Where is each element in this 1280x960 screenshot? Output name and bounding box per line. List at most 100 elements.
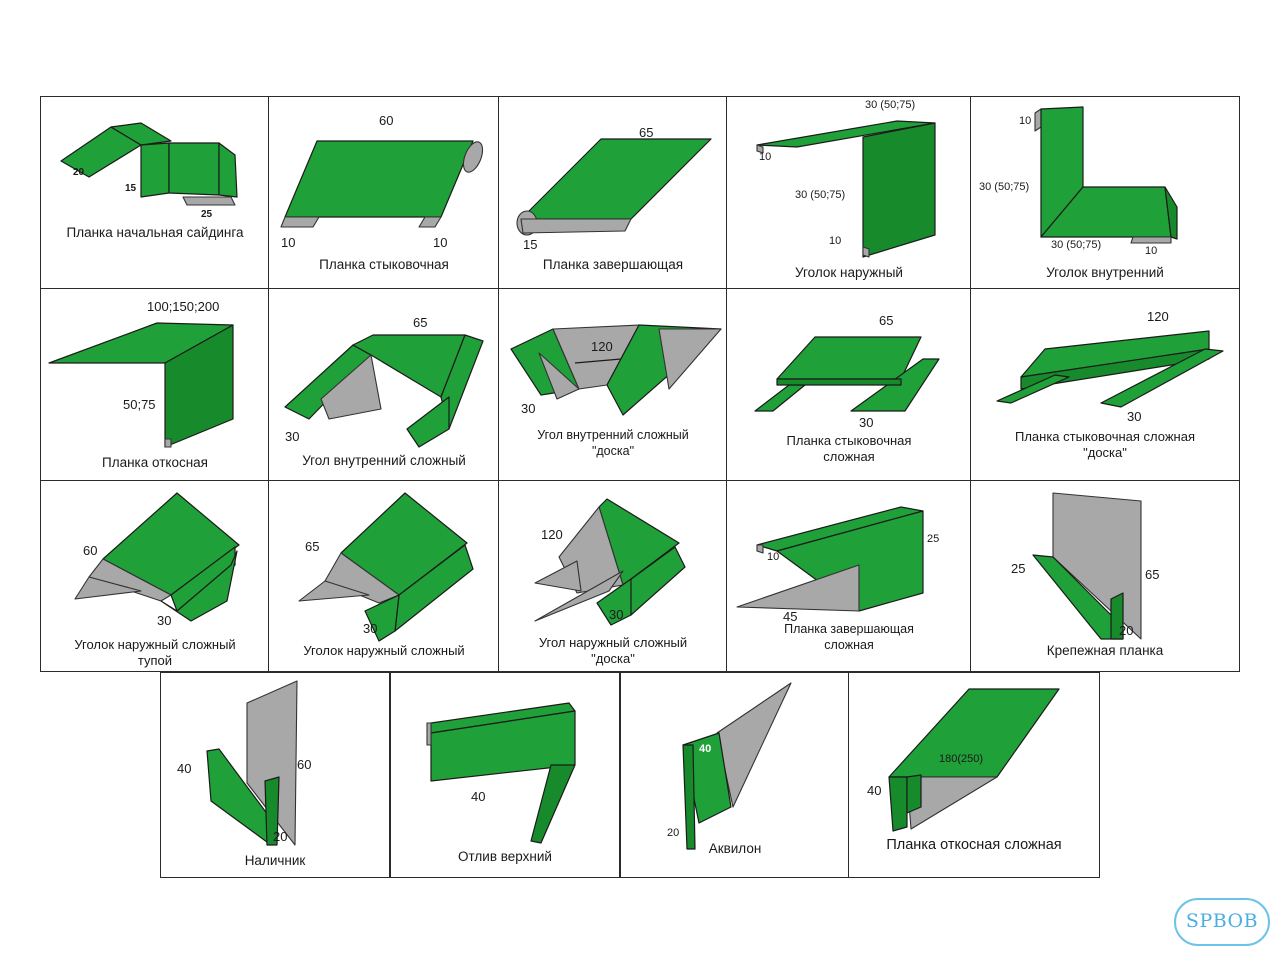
dim-label: 20 <box>667 827 680 839</box>
dim-label: 65 <box>879 313 894 328</box>
finish-strip-drawing <box>516 138 712 236</box>
dim-label: 120 <box>541 527 563 542</box>
item-label: Планка откосная сложная <box>886 837 1062 853</box>
outer-corner-drawing <box>756 120 936 258</box>
cell-starter-strip: 20 15 25 Планка начальная сайдинга <box>40 96 270 290</box>
dim-label: 30 <box>609 607 624 622</box>
dim-label: 30 <box>521 401 536 416</box>
dim-label: 40 <box>699 743 712 755</box>
cell-outer-corner: 30 (50;75) 10 30 (50;75) 10 Уголок наруж… <box>726 96 972 290</box>
cell-akvilon: 40 20 Аквилон <box>620 672 850 878</box>
dim-label: 40 <box>177 761 192 776</box>
dim-label: 10 <box>1019 115 1032 127</box>
cell-top-flashing: 40 Отлив верхний <box>390 672 620 878</box>
dim-label: 30 <box>859 415 874 430</box>
akvilon-drawing <box>682 682 792 850</box>
item-label: Угол внутренний сложный <box>537 428 689 442</box>
top-flashing-drawing <box>426 702 576 844</box>
cell-complex-finish: 10 25 45 Планка завершающая сложная <box>726 480 972 672</box>
item-label: сложная <box>823 449 875 464</box>
brand-logo: SPBOB <box>1170 894 1274 950</box>
item-label: Отлив верхний <box>458 849 552 864</box>
complex-joint-board-drawing <box>996 330 1224 408</box>
dim-label: 30 (50;75) <box>979 181 1030 193</box>
item-label: Уголок наружный <box>795 265 903 280</box>
inner-corner-drawing <box>1034 106 1178 244</box>
item-label: Угол наружный сложный <box>538 635 688 650</box>
dim-label: 30 <box>363 621 378 636</box>
item-label: Планка стыковочная <box>319 257 449 272</box>
cell-complex-slope: 180(250) 40 Планка откосная сложная <box>848 672 1100 878</box>
cell-complex-inner-board: 120 30 Угол внутренний сложный "доска" <box>498 288 728 482</box>
dim-label: 100;150;200 <box>147 299 220 314</box>
cell-complex-joint-board: 120 30 Планка стыковочная сложная "доска… <box>970 288 1240 482</box>
item-label: Планка откосная <box>102 455 208 470</box>
cell-platband: 40 60 20 Наличник <box>160 672 390 878</box>
dim-label: 30 <box>1127 409 1142 424</box>
dim-label: 45 <box>783 609 798 624</box>
dim-label: 10 <box>829 235 842 247</box>
item-label: сложная <box>824 638 874 652</box>
item-label: Крепежная планка <box>1046 643 1164 658</box>
dim-label: 30 (50;75) <box>865 99 916 111</box>
item-label: "доска" <box>1083 445 1127 460</box>
dim-label: 15 <box>125 183 137 194</box>
dim-label: 60 <box>83 543 98 558</box>
item-label: Планка завершающая <box>784 622 914 636</box>
item-label: Уголок внутренний <box>1046 265 1164 280</box>
dim-label: 10 <box>1145 245 1158 257</box>
cell-mounting-strip: 25 65 20 Крепежная планка <box>970 480 1240 672</box>
item-label: Угол внутренний сложный <box>302 453 466 468</box>
dim-label: 50;75 <box>123 397 156 412</box>
outer-complex-board-drawing <box>534 498 686 626</box>
dim-label: 20 <box>273 829 288 844</box>
joint-strip-drawing <box>280 140 484 228</box>
item-label: "доска" <box>591 651 635 666</box>
dim-label: 30 <box>285 429 300 444</box>
dim-label: 10 <box>759 151 772 163</box>
dim-label: 40 <box>867 783 882 798</box>
item-label: Планка начальная сайдинга <box>66 225 244 240</box>
item-label: Уголок наружный сложный <box>303 643 465 658</box>
cell-complex-inner: 65 30 Угол внутренний сложный <box>268 288 500 482</box>
dim-label: 60 <box>379 113 394 128</box>
mounting-strip-drawing <box>1032 492 1142 640</box>
dim-label: 30 (50;75) <box>795 189 846 201</box>
dim-label: 20 <box>73 167 85 178</box>
dim-label: 65 <box>639 125 654 140</box>
dim-label: 10 <box>281 235 296 250</box>
dim-label: 180(250) <box>939 753 984 765</box>
item-label: "доска" <box>591 444 635 458</box>
item-label: Планка стыковочная <box>786 433 912 448</box>
dim-label: 25 <box>1011 561 1026 576</box>
dim-label: 15 <box>523 237 538 252</box>
dim-label: 120 <box>1147 309 1169 324</box>
item-label: тупой <box>137 653 173 668</box>
dim-label: 10 <box>767 551 780 563</box>
item-label: Уголок наружный сложный <box>74 637 236 652</box>
cell-inner-corner: 10 30 (50;75) 30 (50;75) 10 Уголок внутр… <box>970 96 1240 290</box>
dim-label: 30 (50;75) <box>1051 239 1102 251</box>
cell-outer-complex-obtuse: 60 30 Уголок наружный сложный тупой <box>40 480 270 672</box>
dim-label: 60 <box>297 757 312 772</box>
complex-finish-drawing <box>736 506 924 612</box>
complex-joint-drawing <box>754 336 940 412</box>
dim-label: 20 <box>1119 623 1134 638</box>
cell-outer-complex-board: 120 30 Угол наружный сложный "доска" <box>498 480 728 672</box>
dim-label: 65 <box>413 315 428 330</box>
dim-label: 25 <box>927 533 940 545</box>
starter-strip-drawing <box>60 122 238 206</box>
item-label: Аквилон <box>708 841 762 856</box>
dim-label: 10 <box>433 235 448 250</box>
item-label: Планка завершающая <box>542 257 684 272</box>
dim-label: 65 <box>305 539 320 554</box>
cell-complex-joint: 65 30 Планка стыковочная сложная <box>726 288 972 482</box>
outer-complex-obtuse-drawing <box>74 492 240 622</box>
dim-label: 25 <box>201 209 213 220</box>
cell-slope-strip: 100;150;200 50;75 Планка откосная <box>40 288 270 482</box>
logo-text: SPBOB <box>1185 910 1259 932</box>
slope-strip-drawing <box>48 322 234 448</box>
item-label: Планка стыковочная сложная <box>1014 429 1195 444</box>
complex-slope-drawing <box>888 688 1060 832</box>
cell-finish-strip: 65 15 Планка завершающая <box>498 96 728 290</box>
